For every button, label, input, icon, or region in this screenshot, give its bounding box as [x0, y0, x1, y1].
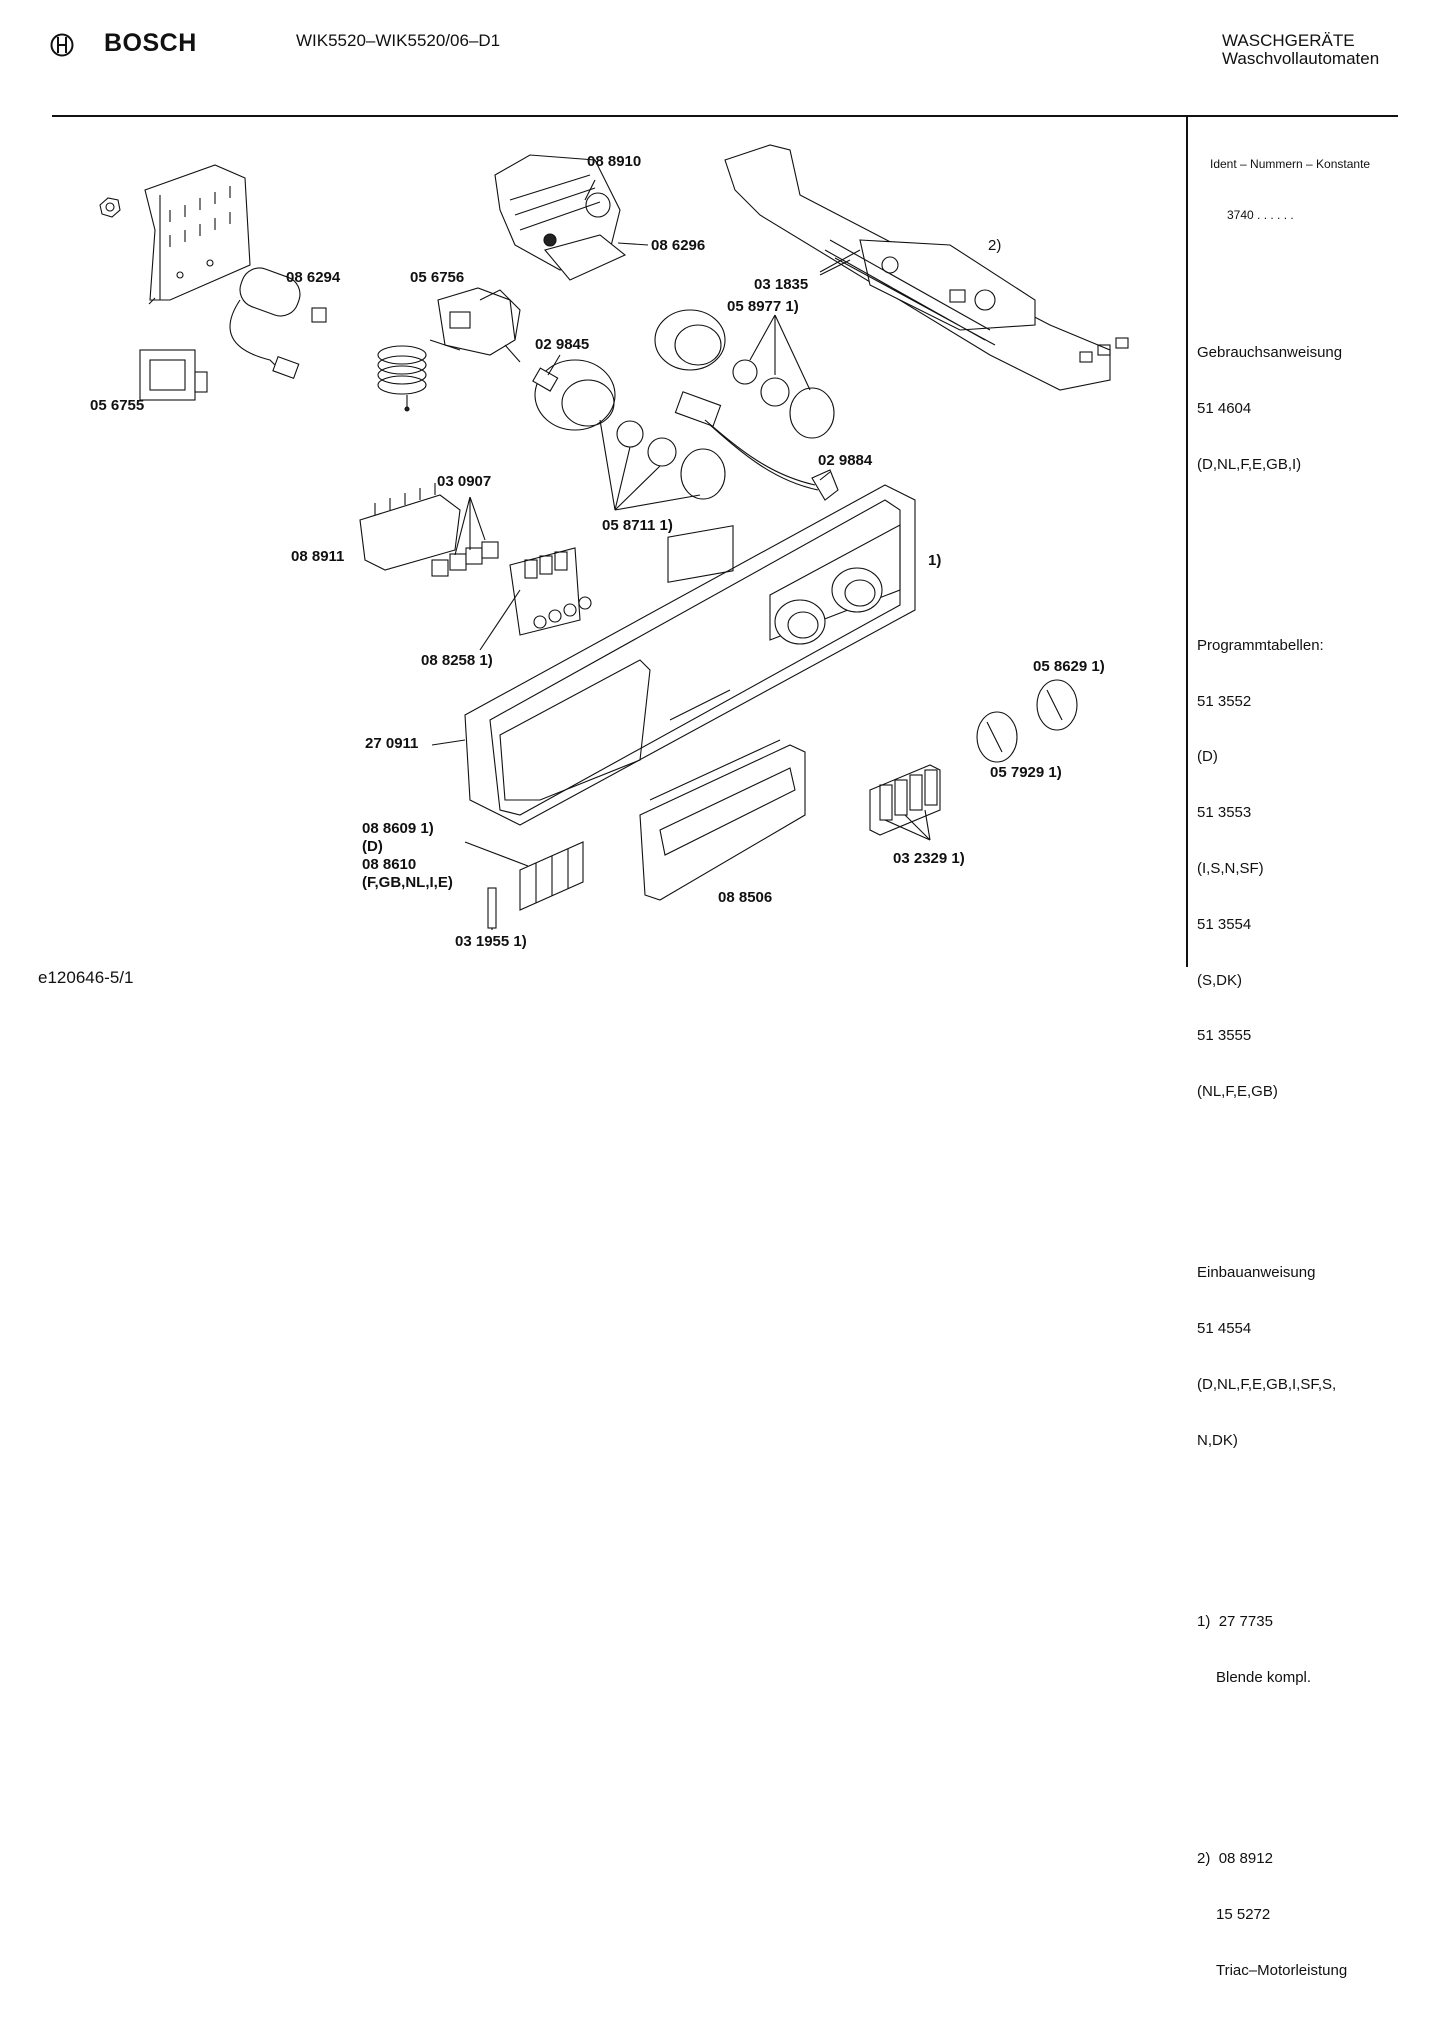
label-05-7929: 05 7929 1): [990, 764, 1062, 781]
model-number: WIK5520–WIK5520/06–D1: [296, 31, 501, 50]
label-08-8610: 08 8610: [362, 856, 417, 873]
category-line-1: WASCHGERÄTE: [1222, 31, 1355, 50]
sidebar: Ident – Nummern – Konstante 3740 . . . .…: [1197, 120, 1370, 2036]
label-note-1: 1): [928, 552, 942, 569]
label-08-6296: 08 6296: [651, 237, 706, 254]
door-lock-part: [429, 287, 521, 363]
label-03-0907: 03 0907: [437, 473, 492, 490]
sidebar-note-1: 1) 27 7735 Blende kompl.: [1197, 1613, 1312, 1686]
label-08-6294: 08 6294: [286, 269, 341, 286]
programmer-timer-part: [494, 154, 627, 281]
label-05-8977: 05 8977 1): [727, 298, 799, 315]
sidebar-note-2: 2) 08 8912 15 5272 Triac–Motorleistung: [1197, 1850, 1348, 1979]
coil-spring-part: [377, 345, 427, 412]
pcb-bracket-part: [144, 164, 251, 305]
document-code: e120646-5/1: [38, 968, 134, 987]
selector-body-part: [680, 448, 726, 500]
knob-ring-upper-part: [654, 309, 726, 371]
selector-body-part: [789, 387, 835, 439]
label-note-2: 2): [988, 237, 1002, 254]
ident-value: 3740 . . . . . .: [1227, 208, 1294, 223]
category-line-2: Waschvollautomaten: [1222, 49, 1380, 68]
category-title: WASCHGERÄTE Waschvollautomaten: [1222, 32, 1379, 68]
ident-title: Ident – Nummern – Konstante: [1210, 157, 1371, 172]
control-panel-fascia-part: [464, 484, 916, 826]
brand-name: BOSCH: [104, 29, 197, 57]
label-08-8910: 08 8910: [587, 153, 642, 170]
label-08-8610-countries: (F,GB,NL,I,E): [362, 874, 453, 891]
bosch-logo-icon: [50, 33, 74, 57]
label-08-8609-country: (D): [362, 838, 383, 855]
light-guide-part: [487, 887, 497, 929]
label-27-0911: 27 0911: [365, 735, 419, 752]
label-08-8911: 08 8911: [291, 548, 345, 565]
sidebar-section-program-tables: Programmtabellen: 51 3552 (D) 51 3553 (I…: [1197, 636, 1324, 1101]
knob-left-part: [976, 711, 1018, 763]
disc-part: [616, 420, 644, 448]
leader-lines: [431, 179, 931, 930]
disc-part: [760, 377, 790, 407]
label-03-1835: 03 1835: [754, 276, 809, 293]
push-button-set-part: [869, 764, 941, 836]
indicator-label-part: [519, 841, 584, 911]
exploded-view-diagram: [99, 144, 1129, 930]
label-05-8711: 05 8711 1): [602, 517, 673, 534]
knob-ring-lower-part: [532, 359, 616, 431]
drawer-front-part: [639, 739, 806, 901]
knob-right-part: [1036, 679, 1078, 731]
connector-wire-part: [674, 391, 839, 501]
label-02-9884: 02 9884: [818, 452, 873, 469]
nut-part: [99, 197, 121, 218]
label-02-9845: 02 9845: [535, 336, 590, 353]
label-05-6755: 05 6755: [90, 397, 145, 414]
label-03-2329: 03 2329 1): [893, 850, 965, 867]
label-03-1955: 03 1955 1): [455, 933, 527, 950]
switch-block-part: [509, 547, 592, 636]
sidebar-section-installation: Einbauanweisung 51 4554 (D,NL,F,E,GB,I,S…: [1197, 1264, 1337, 1449]
capacitor-part: [229, 267, 327, 379]
disc-part: [647, 437, 677, 467]
disc-part: [732, 359, 758, 385]
label-08-8506: 08 8506: [718, 889, 773, 906]
sidebar-section-manual: Gebrauchsanweisung 51 4604 (D,NL,F,E,GB,…: [1197, 343, 1343, 473]
header-rule: [52, 115, 1398, 117]
motor-control-bracket-part: [724, 144, 1129, 391]
sidebar-divider: [1186, 117, 1188, 967]
label-08-8609: 08 8609 1): [362, 820, 434, 837]
label-05-8629: 05 8629 1): [1033, 658, 1105, 675]
label-08-8258: 08 8258 1): [421, 652, 493, 669]
terminal-block-part: [359, 483, 499, 577]
transformer-part: [139, 349, 208, 401]
label-05-6756: 05 6756: [410, 269, 465, 286]
